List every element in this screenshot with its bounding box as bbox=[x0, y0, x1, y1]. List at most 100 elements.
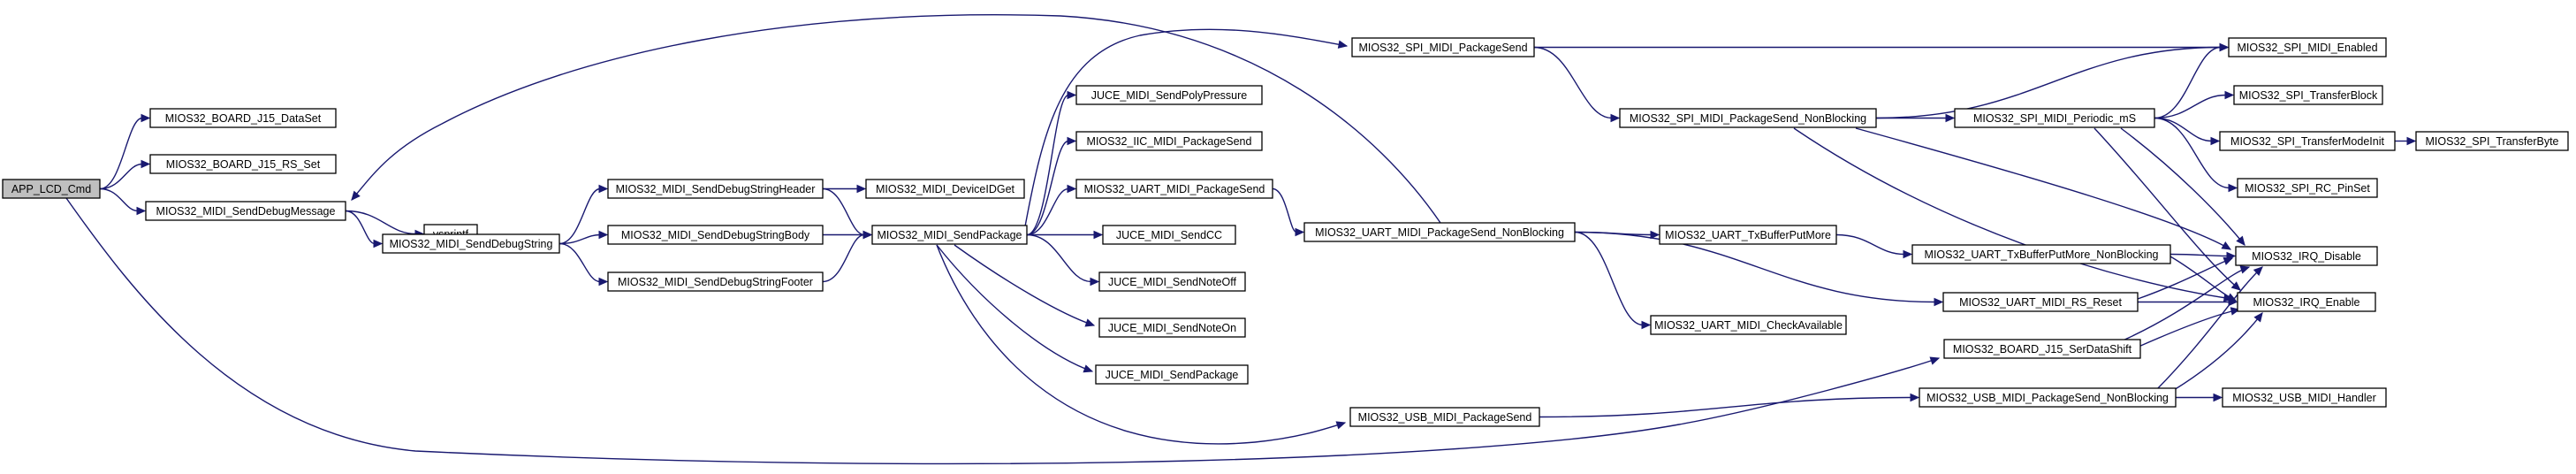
node-label: MIOS32_UART_TxBufferPutMore bbox=[1665, 229, 1831, 241]
edge-spiper-to-spircp bbox=[2154, 117, 2238, 193]
edge-spinb-to-spiper bbox=[1876, 113, 1956, 123]
edge-spiper-to-irqen bbox=[2093, 127, 2241, 291]
node-dbgftr[interactable]: MIOS32_MIDI_SendDebugStringFooter bbox=[607, 271, 824, 292]
node-jcc[interactable]: JUCE_MIDI_SendCC bbox=[1102, 225, 1236, 245]
node-uartps[interactable]: MIOS32_UART_MIDI_PackageSend bbox=[1075, 179, 1273, 199]
edge-uartnb-to-dbgmsg bbox=[351, 14, 1441, 224]
node-label: MIOS32_BOARD_J15_DataSet bbox=[165, 112, 322, 125]
node-label: MIOS32_SPI_MIDI_Enabled bbox=[2237, 42, 2377, 54]
edge-uartnb-to-uartrs bbox=[1574, 231, 1944, 307]
node-spircp[interactable]: MIOS32_SPI_RC_PinSet bbox=[2237, 178, 2378, 198]
node-irqen[interactable]: MIOS32_IRQ_Enable bbox=[2237, 292, 2376, 312]
node-spiper[interactable]: MIOS32_SPI_MIDI_Periodic_mS bbox=[1954, 108, 2155, 128]
node-iicps[interactable]: MIOS32_IIC_MIDI_PackageSend bbox=[1075, 131, 1263, 151]
edge-dbgstr-to-dbgbody bbox=[559, 230, 609, 245]
node-label: MIOS32_UART_MIDI_CheckAvailable bbox=[1654, 319, 1843, 332]
node-dbgstr[interactable]: MIOS32_MIDI_SendDebugString bbox=[382, 233, 560, 254]
node-label: MIOS32_IRQ_Disable bbox=[2252, 250, 2361, 263]
node-usbps[interactable]: MIOS32_USB_MIDI_PackageSend bbox=[1349, 407, 1540, 427]
node-uartca[interactable]: MIOS32_UART_MIDI_CheckAvailable bbox=[1650, 315, 1847, 335]
node-spien[interactable]: MIOS32_SPI_MIDI_Enabled bbox=[2228, 37, 2387, 57]
node-box bbox=[1351, 37, 1535, 57]
node-dbghdr[interactable]: MIOS32_MIDI_SendDebugStringHeader bbox=[607, 179, 824, 199]
node-uarttx[interactable]: MIOS32_UART_TxBufferPutMore bbox=[1659, 225, 1837, 245]
node-box bbox=[1942, 292, 2139, 312]
node-usbh[interactable]: MIOS32_USB_MIDI_Handler bbox=[2222, 387, 2387, 408]
node-box bbox=[1075, 131, 1263, 151]
node-j15sds[interactable]: MIOS32_BOARD_J15_SerDataShift bbox=[1943, 339, 2141, 359]
edge-app-to-j15rs bbox=[99, 159, 151, 190]
node-dbgmsg[interactable]: MIOS32_MIDI_SendDebugMessage bbox=[145, 201, 346, 221]
node-label: MIOS32_MIDI_SendDebugStringFooter bbox=[618, 276, 813, 288]
node-box bbox=[1919, 387, 2177, 408]
node-box bbox=[2237, 178, 2378, 198]
edge-j15sds-to-irqdis bbox=[2120, 265, 2251, 342]
node-spinb[interactable]: MIOS32_SPI_MIDI_PackageSend_NonBlocking bbox=[1619, 108, 1877, 128]
node-box bbox=[607, 225, 824, 245]
edge-usbnb-to-irqdis bbox=[2155, 266, 2263, 391]
node-label: MIOS32_BOARD_J15_SerDataShift bbox=[1953, 343, 2132, 356]
node-label: MIOS32_MIDI_SendPackage bbox=[878, 229, 1022, 241]
node-box bbox=[1303, 222, 1576, 242]
node-box bbox=[607, 271, 824, 292]
edge-app-to-dbgmsg bbox=[99, 187, 147, 216]
node-box bbox=[1098, 317, 1246, 338]
edge-spiper-to-spitb bbox=[2154, 90, 2235, 119]
node-usbnb[interactable]: MIOS32_USB_MIDI_PackageSend_NonBlocking bbox=[1919, 387, 2177, 408]
node-label: JUCE_MIDI_SendPackage bbox=[1106, 369, 1239, 381]
node-label: MIOS32_UART_MIDI_RS_Reset bbox=[1959, 296, 2122, 309]
node-label: MIOS32_MIDI_SendDebugString bbox=[390, 238, 553, 250]
node-label: JUCE_MIDI_SendNoteOff bbox=[1108, 276, 1236, 288]
node-box bbox=[1075, 85, 1263, 105]
node-dbgbody[interactable]: MIOS32_MIDI_SendDebugStringBody bbox=[607, 225, 824, 245]
edge-app-to-j15sds bbox=[65, 197, 1941, 465]
node-devid[interactable]: MIOS32_MIDI_DeviceIDGet bbox=[865, 179, 1025, 199]
edge-sendpkg-to-jnon bbox=[954, 244, 1096, 327]
node-label: MIOS32_USB_MIDI_Handler bbox=[2232, 392, 2376, 404]
node-j15ds[interactable]: MIOS32_BOARD_J15_DataSet bbox=[149, 108, 337, 128]
node-irqdis[interactable]: MIOS32_IRQ_Disable bbox=[2235, 246, 2378, 266]
node-jpkg[interactable]: JUCE_MIDI_SendPackage bbox=[1095, 364, 1249, 385]
node-jnon[interactable]: JUCE_MIDI_SendNoteOn bbox=[1098, 317, 1246, 338]
node-label: APP_LCD_Cmd bbox=[11, 183, 91, 195]
node-box bbox=[1349, 407, 1540, 427]
node-label: MIOS32_IIC_MIDI_PackageSend bbox=[1087, 135, 1252, 148]
node-spips[interactable]: MIOS32_SPI_MIDI_PackageSend bbox=[1351, 37, 1535, 57]
edge-spips-to-spinb bbox=[1533, 46, 1621, 123]
edge-spiper-to-irqdis bbox=[2120, 127, 2245, 246]
node-uartrs[interactable]: MIOS32_UART_MIDI_RS_Reset bbox=[1942, 292, 2139, 312]
node-app[interactable]: APP_LCD_Cmd bbox=[2, 179, 101, 199]
node-label: JUCE_MIDI_SendCC bbox=[1116, 229, 1222, 241]
node-j15rs[interactable]: MIOS32_BOARD_J15_RS_Set bbox=[149, 154, 337, 174]
node-uarttxnb[interactable]: MIOS32_UART_TxBufferPutMore_NonBlocking bbox=[1911, 244, 2171, 264]
edge-sendpkg-to-iicps bbox=[1026, 136, 1077, 236]
edge-sendpkg-to-jpkg bbox=[936, 244, 1094, 373]
edge-layer bbox=[65, 14, 2417, 465]
node-box bbox=[2415, 131, 2569, 151]
node-box bbox=[145, 201, 346, 221]
node-label: JUCE_MIDI_SendPolyPressure bbox=[1091, 89, 1248, 102]
edge-spips-to-spien bbox=[1534, 42, 2230, 52]
node-label: JUCE_MIDI_SendNoteOn bbox=[1108, 322, 1236, 334]
node-spitbyte[interactable]: MIOS32_SPI_TransferByte bbox=[2415, 131, 2569, 151]
edge-sendpkg-to-jnoff bbox=[1026, 233, 1100, 287]
node-label: MIOS32_UART_MIDI_PackageSend_NonBlocking bbox=[1315, 226, 1564, 239]
node-jnoff[interactable]: JUCE_MIDI_SendNoteOff bbox=[1098, 271, 1246, 292]
node-box bbox=[607, 179, 824, 199]
node-spitb[interactable]: MIOS32_SPI_TransferBlock bbox=[2233, 85, 2383, 105]
node-sendpkg[interactable]: MIOS32_MIDI_SendPackage bbox=[871, 225, 1028, 245]
edge-dbgstr-to-dbgftr bbox=[559, 242, 609, 287]
node-box bbox=[1075, 179, 1273, 199]
node-spitmi[interactable]: MIOS32_SPI_TransferModeInit bbox=[2219, 131, 2396, 151]
node-label: MIOS32_SPI_TransferByte bbox=[2426, 135, 2559, 148]
node-box bbox=[2235, 246, 2378, 266]
node-polyp[interactable]: JUCE_MIDI_SendPolyPressure bbox=[1075, 85, 1263, 105]
node-box bbox=[149, 108, 337, 128]
node-uartnb[interactable]: MIOS32_UART_MIDI_PackageSend_NonBlocking bbox=[1303, 222, 1576, 242]
edge-spiper-to-spien bbox=[2154, 42, 2230, 119]
edge-uartrs-to-irqdis bbox=[2137, 256, 2234, 300]
edge-uartps-to-uartnb bbox=[1272, 187, 1305, 237]
edge-spitmi-to-spitbyte bbox=[2394, 136, 2417, 146]
node-box bbox=[1954, 108, 2155, 128]
